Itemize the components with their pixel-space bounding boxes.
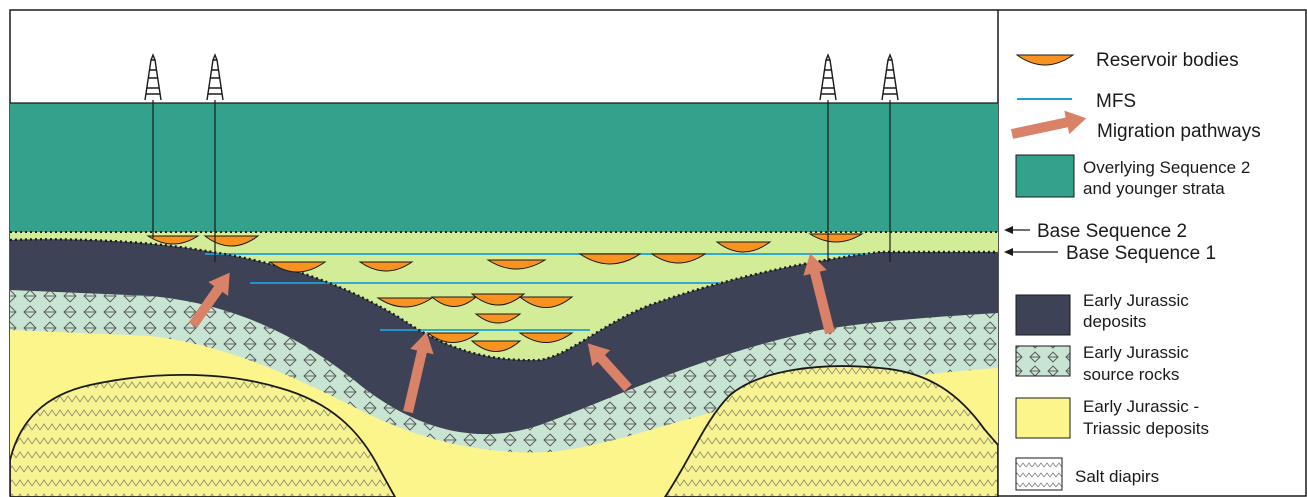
legend-salt-label: Salt diapirs xyxy=(1075,467,1159,486)
migration-arrow-icon xyxy=(1010,110,1087,139)
base-sequence-2-label: Base Sequence 2 xyxy=(1037,221,1187,242)
drilling-rig-icon xyxy=(819,53,837,101)
legend-jurassic-deposits-label-2: deposits xyxy=(1083,312,1146,331)
reservoir-bodies xyxy=(146,233,864,352)
migration-arrow-icon xyxy=(403,332,434,414)
reservoir-lens-icon xyxy=(486,259,547,270)
legend-triassic-swatch xyxy=(1015,397,1071,439)
reservoir-lens-icon xyxy=(376,297,434,308)
migration-arrows xyxy=(188,253,835,414)
legend-source-rocks-label-2: source rocks xyxy=(1083,365,1179,384)
legend-salt-swatch xyxy=(1015,457,1063,491)
legend-migration-swatch xyxy=(1010,110,1087,139)
legend-overlying-label-2: and younger strata xyxy=(1083,179,1225,198)
reservoir-lens-icon xyxy=(268,261,327,273)
base-sequence-1-label: Base Sequence 1 xyxy=(1066,243,1216,264)
migration-arrow-icon xyxy=(803,253,835,335)
salt-diapir-left xyxy=(10,373,397,497)
reservoir-lens-icon xyxy=(650,253,707,264)
boundary-arrow-icon xyxy=(1004,248,1013,256)
drilling-rig-icon xyxy=(206,53,224,101)
base-sequence-1-pointer: Base Sequence 1 xyxy=(1004,243,1216,264)
migration-arrow-icon xyxy=(587,343,632,392)
reservoir-lens-icon xyxy=(474,313,522,324)
source-rocks-layer xyxy=(10,290,998,453)
reservoir-lens-icon xyxy=(470,340,522,352)
reservoir-lens-icon xyxy=(146,235,200,245)
base-sequence-2-pointer: Base Sequence 2 xyxy=(1004,221,1187,242)
base-sequence-1-line xyxy=(10,238,998,362)
overlying-sequence-layer xyxy=(10,103,998,238)
reservoir-lens-icon xyxy=(358,261,414,272)
legend-overlying-label-1: Overlying Sequence 2 xyxy=(1083,158,1250,177)
legend-overlying-swatch xyxy=(1015,154,1075,198)
legend-source-rocks-label-1: Early Jurassic xyxy=(1083,343,1189,362)
salt-diapir-right xyxy=(663,365,998,497)
legend-jurassic-deposits-swatch xyxy=(1015,294,1071,336)
reservoir-lens-icon xyxy=(470,293,526,306)
reservoir-lens-icon xyxy=(715,241,772,253)
reservoir-lens-icon xyxy=(426,332,480,343)
migration-arrow-icon xyxy=(188,272,230,328)
legend-jurassic-deposits-label-1: Early Jurassic xyxy=(1083,291,1189,310)
legend-source-rocks-swatch xyxy=(1015,345,1071,377)
reservoir-lens-icon xyxy=(518,296,574,308)
legend-triassic-label-1: Early Jurassic - xyxy=(1083,397,1199,416)
reservoir-lens-icon xyxy=(578,253,642,265)
legend-reservoir-swatch xyxy=(1015,54,1075,66)
legend: Reservoir bodies MFS Migration pathways … xyxy=(1010,50,1261,491)
reservoir-lens-icon xyxy=(203,235,260,247)
boundary-arrow-icon xyxy=(1004,226,1013,234)
legend-reservoir-label: Reservoir bodies xyxy=(1096,50,1239,71)
legend-migration-label: Migration pathways xyxy=(1097,121,1261,142)
drilling-rig-icon xyxy=(144,53,162,101)
legend-triassic-label-2: Triassic deposits xyxy=(1083,419,1209,438)
legend-mfs-label: MFS xyxy=(1096,91,1136,112)
drilling-rig-icon xyxy=(881,53,899,101)
reservoir-lens-icon xyxy=(518,332,574,343)
wells xyxy=(152,100,891,262)
reservoir-lens-icon xyxy=(808,233,864,243)
